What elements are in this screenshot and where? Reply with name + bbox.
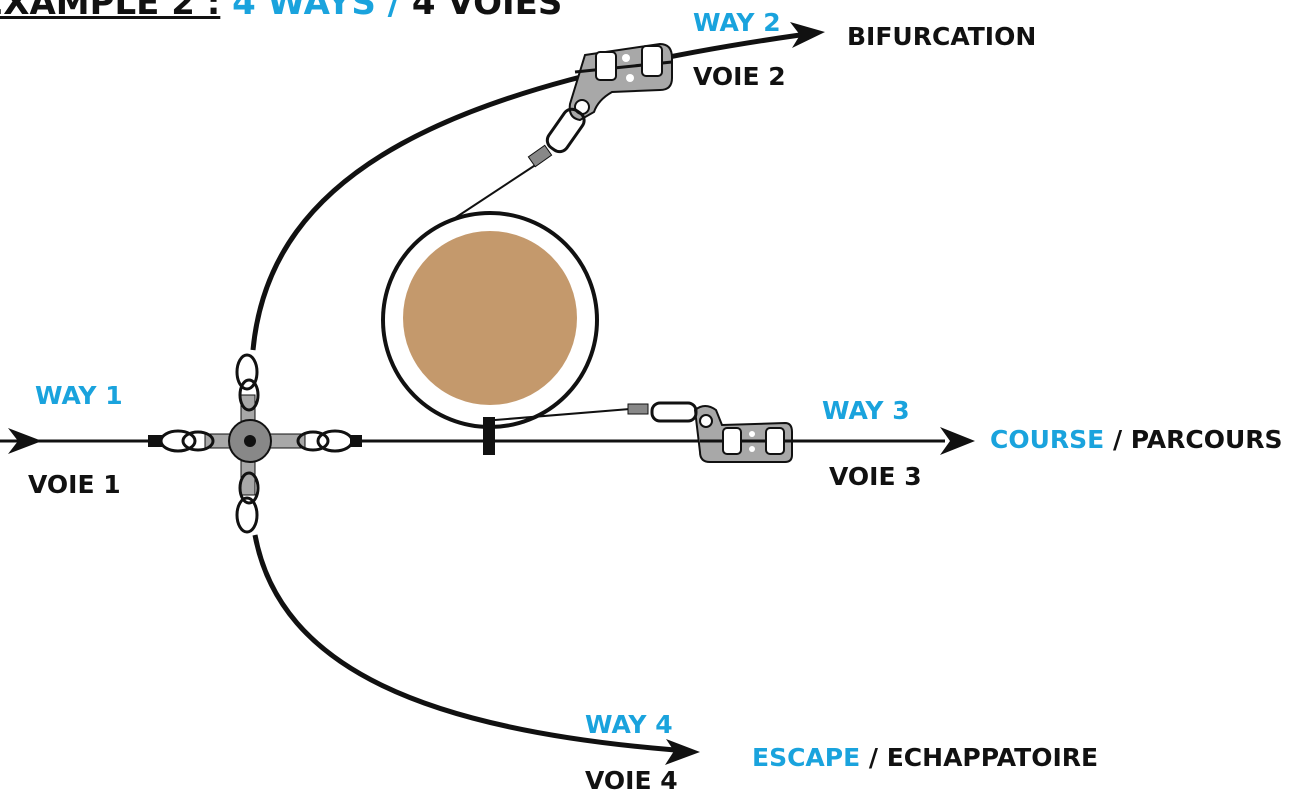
page-title: EXAMPLE 2 : 4 WAYS / 4 VOIES [0, 0, 562, 20]
parcours-label: / PARCOURS [1104, 425, 1283, 454]
way3-label: WAY 3 [822, 396, 910, 425]
way4-cable [252, 534, 676, 753]
way1-arrow [8, 428, 42, 454]
echappatoire-label: / ECHAPPATOIRE [860, 743, 1099, 772]
voie3-label: VOIE 3 [829, 462, 922, 491]
way2-arrow [790, 22, 825, 48]
course-label: COURSE [990, 425, 1105, 454]
sling-clamp [483, 417, 495, 455]
anchor-line-way3 [494, 408, 631, 421]
voie4-label: VOIE 4 [585, 766, 678, 795]
way2-label: WAY 2 [693, 8, 781, 37]
title-prefix: EXAMPLE 2 : [0, 0, 221, 23]
course-parcours-label: COURSE / PARCOURS [990, 427, 1283, 452]
way3-anchor-plate [627, 401, 793, 463]
anchor-line-way2 [454, 161, 541, 219]
way1-label: WAY 1 [35, 381, 123, 410]
way2-anchor-plate [527, 42, 673, 168]
escape-echappatoire-label: ESCAPE / ECHAPPATOIRE [752, 745, 1098, 770]
way3-arrow [940, 427, 975, 455]
title-ways: 4 WAYS / [232, 0, 401, 23]
way4-arrow [665, 739, 700, 765]
voie2-label: VOIE 2 [693, 62, 786, 91]
tree [381, 211, 599, 429]
way4-label: WAY 4 [585, 710, 673, 739]
title-voies: 4 VOIES [411, 0, 563, 23]
escape-label: ESCAPE [752, 743, 861, 772]
bifurcation-label: BIFURCATION [847, 22, 1037, 51]
voie1-label: VOIE 1 [28, 470, 121, 499]
swivel-hub [148, 353, 362, 534]
